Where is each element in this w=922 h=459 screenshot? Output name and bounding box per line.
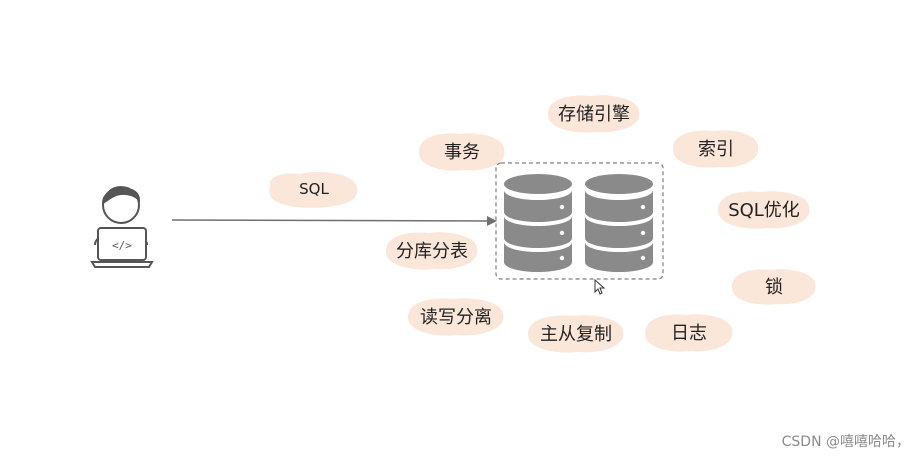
topic-label: 主从复制 [540,324,612,345]
topic-bubble-bg [717,191,810,229]
topic-label: 事务 [444,142,480,163]
topic-bubble-storage-engine: 存储引擎 [547,95,640,133]
topic-bubble-bg [731,269,816,305]
topic-bubble-index: 索引 [672,130,759,168]
topic-bubble-sql-optimization: SQL优化 [717,191,810,229]
topic-bubble-sharding: 分库分表 [385,232,478,270]
topic-bubble-bg [547,95,640,133]
topic-bubble-lock: 锁 [731,269,816,305]
database-selection-box[interactable] [495,162,664,280]
topic-bubble-bg [418,133,505,171]
developer-laptop-icon [90,186,154,268]
topic-label: 锁 [765,277,783,298]
topic-label: 读写分离 [420,307,492,328]
laptop-code-symbol: </> [112,239,132,252]
mouse-cursor-icon [594,278,606,295]
database-servers-icon [504,174,653,272]
topic-bubble-transaction: 事务 [418,133,505,171]
topic-bubble-master-slave-replication: 主从复制 [527,315,624,353]
topic-label: 索引 [698,139,734,160]
sql-arrow [171,215,497,226]
topic-bubble-bg [527,315,624,353]
sql-label-bubble: SQL [269,172,358,208]
topic-label: 日志 [671,323,707,344]
topic-bubble-bg [407,298,504,336]
topic-bubble-bg [644,314,733,352]
topic-label: SQL优化 [728,200,800,221]
topic-bubble-log: 日志 [644,314,733,352]
topic-bubble-read-write-splitting: 读写分离 [407,298,504,336]
topic-bubble-bg [385,232,478,270]
csdn-watermark: CSDN @嘻嘻哈哈， [781,434,910,450]
sql-label: SQL [299,180,329,198]
topic-label: 存储引擎 [558,104,630,125]
topic-bubble-bg [672,130,759,168]
topic-label: 分库分表 [396,241,468,262]
